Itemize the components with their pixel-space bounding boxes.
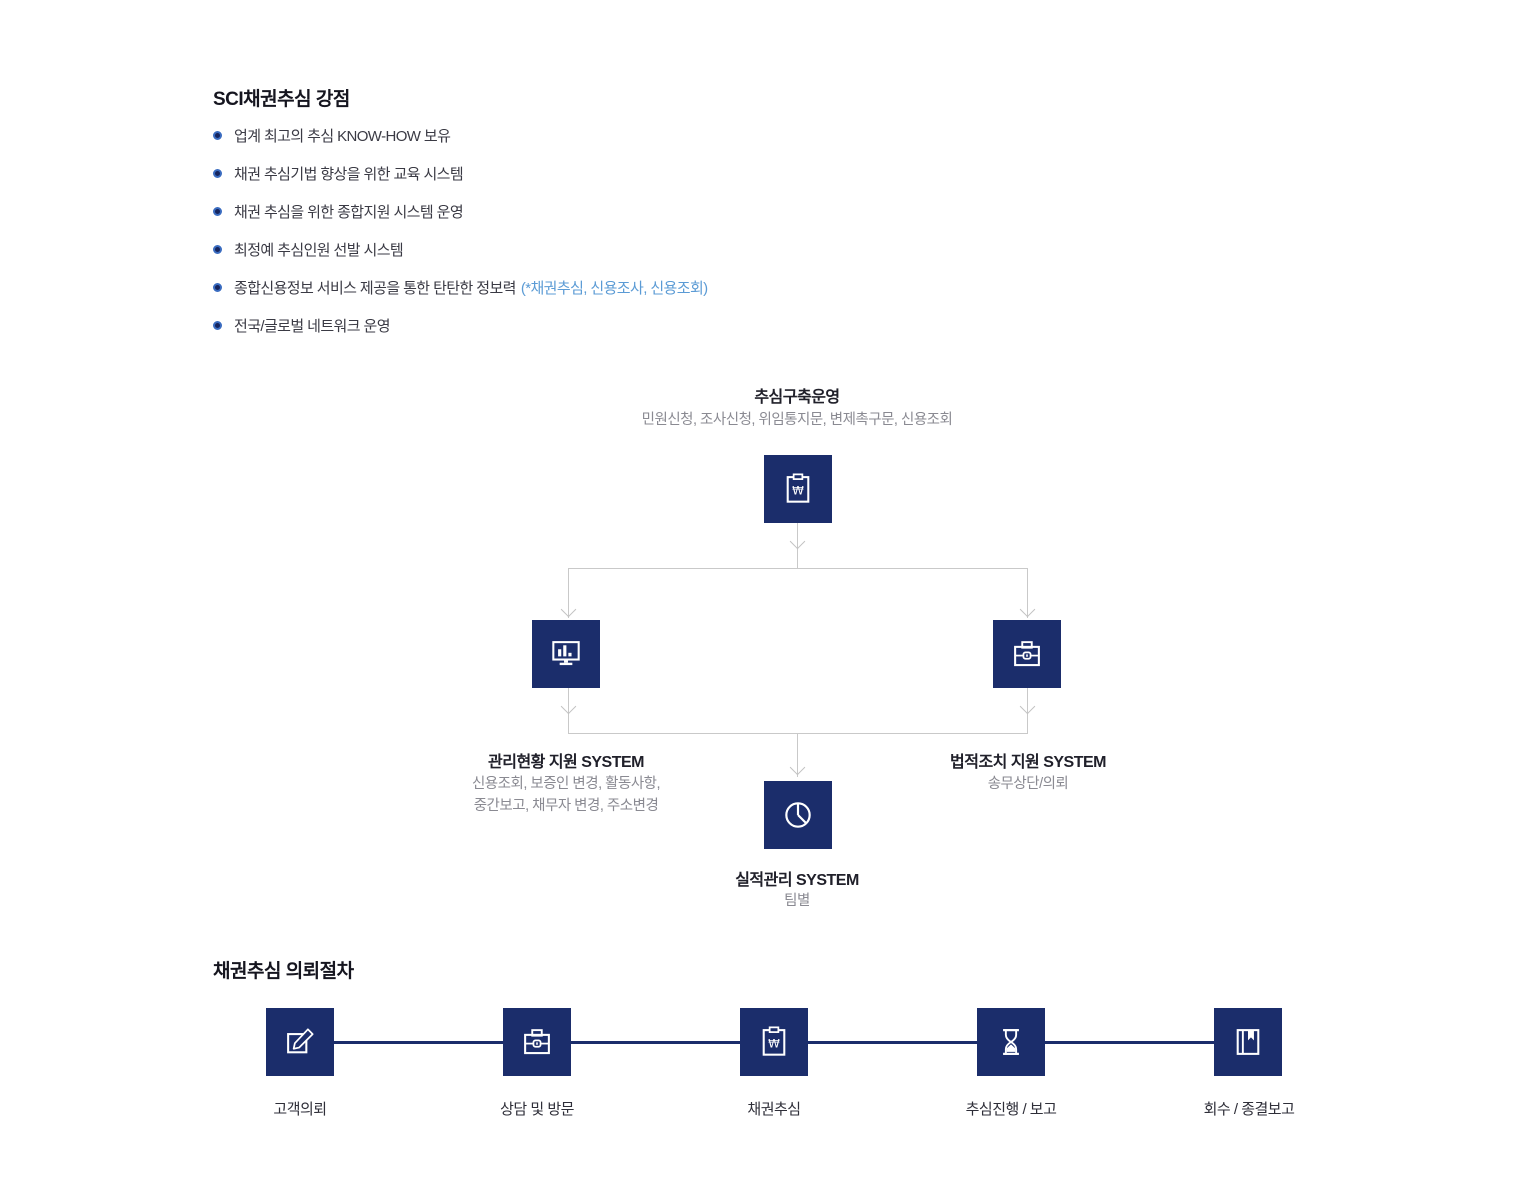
bullet-dot-icon [213,206,222,216]
hourglass-icon [1003,1029,1019,1055]
briefcase-icon [1014,641,1040,667]
connector-line [797,733,798,777]
clipboard-won-icon: ₩ [786,473,810,503]
process-step-label: 회수 / 종결보고 [1203,1101,1295,1118]
connector-line [1027,568,1028,618]
monitor-chart-icon [552,641,580,666]
clipboard-won-icon: ₩ [762,1026,786,1056]
arrow-down-icon [560,698,577,715]
strength-text: 최정예 추심인원 선발 시스템 [234,241,404,259]
process-step-recovery-final-report [1214,1008,1282,1076]
connector-line [1027,688,1028,733]
diagram-node-performance-system [764,781,832,849]
arrow-down-icon [1019,698,1036,715]
process-step-label: 추심진행 / 보고 [965,1101,1057,1118]
strengths-section-title: SCI채권추심 강점 [213,89,350,110]
list-item: 종합신용정보 서비스 제공을 통한 탄탄한 정보력 (*채권추심, 신용조사, … [213,276,708,298]
connector-line [568,568,569,618]
list-item: 최정예 추심인원 선발 시스템 [213,238,708,260]
strength-text: 업계 최고의 추심 KNOW-HOW 보유 [234,127,451,145]
diagram-right-subtitle: 송무상단/의뢰 [987,776,1069,792]
bullet-dot-icon [213,244,222,254]
process-step-label: 고객의뢰 [273,1101,327,1118]
strengths-list: 업계 최고의 추심 KNOW-HOW 보유 채권 추심기법 향상을 위한 교육 … [213,124,708,352]
strength-text: 채권 추심기법 향상을 위한 교육 시스템 [234,165,464,183]
process-step-consult-visit [503,1008,571,1076]
bullet-dot-icon [213,130,222,140]
strength-highlight-link[interactable]: (*채권추심, 신용조사, 신용조회) [520,279,708,297]
diagram-left-subtitle-line2: 중간보고, 채무자 변경, 주소변경 [473,798,659,814]
diagram-bottom-subtitle: 팀별 [784,893,810,909]
diagram-top-subtitle: 민원신청, 조사신청, 위임통지문, 변제촉구문, 신용조회 [641,412,953,428]
process-step-label: 상담 및 방문 [500,1101,574,1118]
svg-text:₩: ₩ [792,484,804,498]
arrow-down-icon [789,533,806,550]
process-step-label: 채권추심 [747,1101,801,1118]
process-step-debt-collection: ₩ [740,1008,808,1076]
connector-line [568,568,1028,569]
process-section-title: 채권추심 의뢰절차 [213,961,354,982]
briefcase-icon [524,1029,550,1055]
diagram-node-legal-system [993,620,1061,688]
edit-pencil-icon [287,1028,314,1054]
svg-text:₩: ₩ [768,1037,780,1051]
connector-line [568,733,1028,734]
diagram-right-title: 법적조치 지원 SYSTEM [950,754,1107,771]
bullet-dot-icon [213,320,222,330]
diagram-bottom-title: 실적관리 SYSTEM [735,872,859,889]
diagram-node-collection-setup: ₩ [764,455,832,523]
list-item: 업계 최고의 추심 KNOW-HOW 보유 [213,124,708,146]
arrow-down-icon [560,601,577,618]
diagram-node-management-system [532,620,600,688]
process-step-progress-report [977,1008,1045,1076]
connector-line [568,688,569,733]
connector-line [797,523,798,568]
book-bookmark-icon [1236,1029,1260,1055]
bullet-dot-icon [213,168,222,178]
list-item: 채권 추심을 위한 종합지원 시스템 운영 [213,200,708,222]
diagram-left-subtitle-line1: 신용조회, 보증인 변경, 활동사항, [471,776,661,792]
list-item: 채권 추심기법 향상을 위한 교육 시스템 [213,162,708,184]
diagram-top-title: 추심구축운영 [754,389,840,406]
process-step-customer-request [266,1008,334,1076]
pie-chart-icon [785,802,811,828]
strength-text: 종합신용정보 서비스 제공을 통한 탄탄한 정보력 [234,279,516,297]
arrow-down-icon [789,759,806,776]
strength-text: 채권 추심을 위한 종합지원 시스템 운영 [234,203,464,221]
list-item: 전국/글로벌 네트워크 운영 [213,314,708,336]
arrow-down-icon [1019,601,1036,618]
bullet-dot-icon [213,282,222,292]
diagram-left-title: 관리현황 지원 SYSTEM [488,754,645,771]
strength-text: 전국/글로벌 네트워크 운영 [234,317,391,335]
